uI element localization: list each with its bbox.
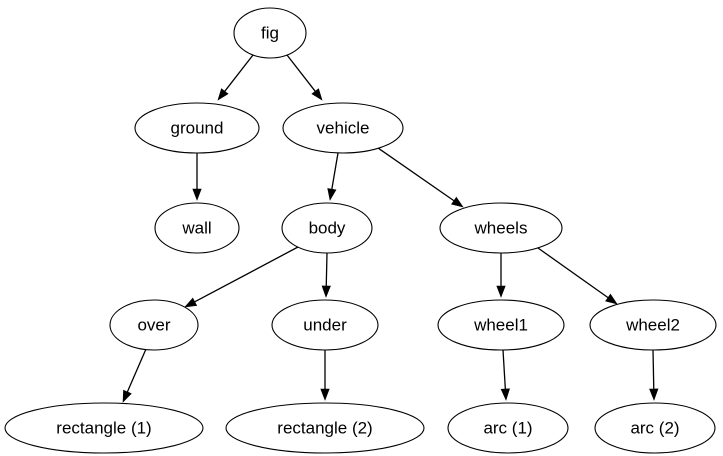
node-shape-arc1[interactable] <box>447 402 569 454</box>
edge-shaft <box>194 246 299 303</box>
edge-wheel2-to-arc2 <box>649 349 659 401</box>
edge-shaft <box>502 349 506 390</box>
arrowhead-icon <box>496 285 506 298</box>
arrowhead-icon <box>649 388 659 401</box>
edge-shaft <box>286 54 316 92</box>
arrowhead-icon <box>122 389 132 403</box>
arrowhead-icon <box>217 88 229 101</box>
node-shape-wall[interactable] <box>154 202 240 254</box>
edge-shaft <box>377 147 455 202</box>
arrowhead-icon <box>320 388 330 401</box>
node-shape-wheel2[interactable] <box>589 299 717 351</box>
node-wall[interactable]: wall <box>154 202 240 254</box>
node-shape-under[interactable] <box>271 299 379 351</box>
edge-ground-to-wall <box>192 153 202 201</box>
node-fig[interactable]: fig <box>233 7 307 59</box>
node-vehicle[interactable]: vehicle <box>282 102 404 154</box>
node-under[interactable]: under <box>271 299 379 351</box>
node-shape-vehicle[interactable] <box>282 102 404 154</box>
arrowhead-icon <box>311 88 323 101</box>
node-shape-rectangle1[interactable] <box>4 402 204 454</box>
node-shape-arc2[interactable] <box>594 402 716 454</box>
node-body[interactable]: body <box>281 202 373 254</box>
node-rectangle2[interactable]: rectangle (2) <box>225 402 425 454</box>
edge-vehicle-to-body <box>327 152 339 201</box>
node-arc2[interactable]: arc (2) <box>594 402 716 454</box>
edge-shaft <box>325 252 328 287</box>
node-shape-over[interactable] <box>109 299 199 351</box>
arrowhead-icon <box>327 188 337 201</box>
arrowhead-icon <box>184 297 198 308</box>
node-shape-wheels[interactable] <box>439 202 563 254</box>
arrowhead-icon <box>321 285 331 298</box>
node-wheel1[interactable]: wheel1 <box>437 299 565 351</box>
edge-fig-to-ground <box>217 54 254 101</box>
node-arc1[interactable]: arc (1) <box>447 402 569 454</box>
node-shape-fig[interactable] <box>233 7 307 59</box>
edge-wheels-to-wheel1 <box>496 253 506 298</box>
node-shape-wheel1[interactable] <box>437 299 565 351</box>
edge-wheel1-to-arc1 <box>500 349 510 401</box>
edge-fig-to-vehicle <box>286 54 323 101</box>
arrowhead-icon <box>451 196 464 208</box>
edge-shaft <box>537 247 609 299</box>
arrowhead-icon <box>500 388 510 401</box>
edges-layer <box>122 54 659 403</box>
edge-shaft <box>331 152 339 190</box>
edge-body-to-under <box>321 252 331 298</box>
node-shape-rectangle2[interactable] <box>225 402 425 454</box>
edge-body-to-over <box>184 246 299 308</box>
node-shape-body[interactable] <box>281 202 373 254</box>
node-rectangle1[interactable]: rectangle (1) <box>4 402 204 454</box>
edge-over-to-rectangle1 <box>122 348 147 403</box>
edge-shaft <box>126 348 147 393</box>
node-ground[interactable]: ground <box>134 102 260 154</box>
node-over[interactable]: over <box>109 299 199 351</box>
arrowhead-icon <box>605 293 618 305</box>
node-wheel2[interactable]: wheel2 <box>589 299 717 351</box>
edge-shaft <box>224 54 254 92</box>
edge-wheels-to-wheel2 <box>537 247 618 305</box>
arrowhead-icon <box>192 188 202 201</box>
node-wheels[interactable]: wheels <box>439 202 563 254</box>
edge-vehicle-to-wheels <box>377 147 464 208</box>
node-shape-ground[interactable] <box>134 102 260 154</box>
edge-shaft <box>652 349 655 390</box>
edge-under-to-rectangle2 <box>320 350 330 401</box>
